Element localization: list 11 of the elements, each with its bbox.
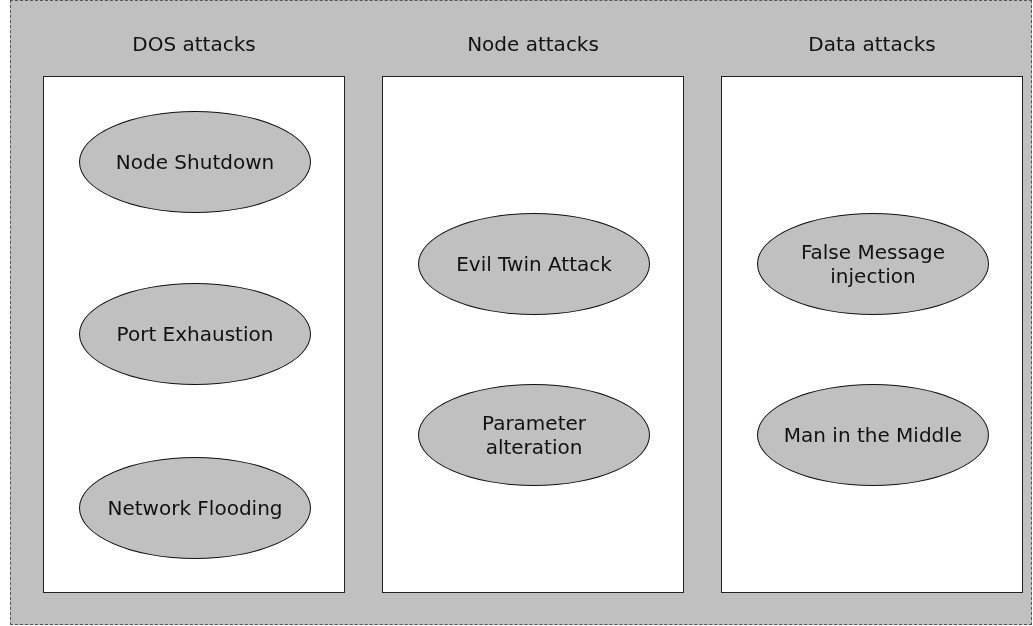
background-panel [10, 0, 1032, 625]
node-label: False Message injection [799, 240, 947, 288]
node-label: Network Flooding [106, 496, 284, 520]
node-label: Node Shutdown [114, 150, 276, 174]
node-label: Parameter alteration [480, 411, 588, 459]
group-heading: DOS attacks [131, 30, 257, 58]
node-label: Man in the Middle [782, 423, 964, 447]
group-heading: Node attacks [466, 30, 600, 58]
node-label: Port Exhaustion [115, 322, 275, 346]
group-heading: Data attacks [807, 30, 937, 58]
node-label: Evil Twin Attack [455, 252, 613, 276]
